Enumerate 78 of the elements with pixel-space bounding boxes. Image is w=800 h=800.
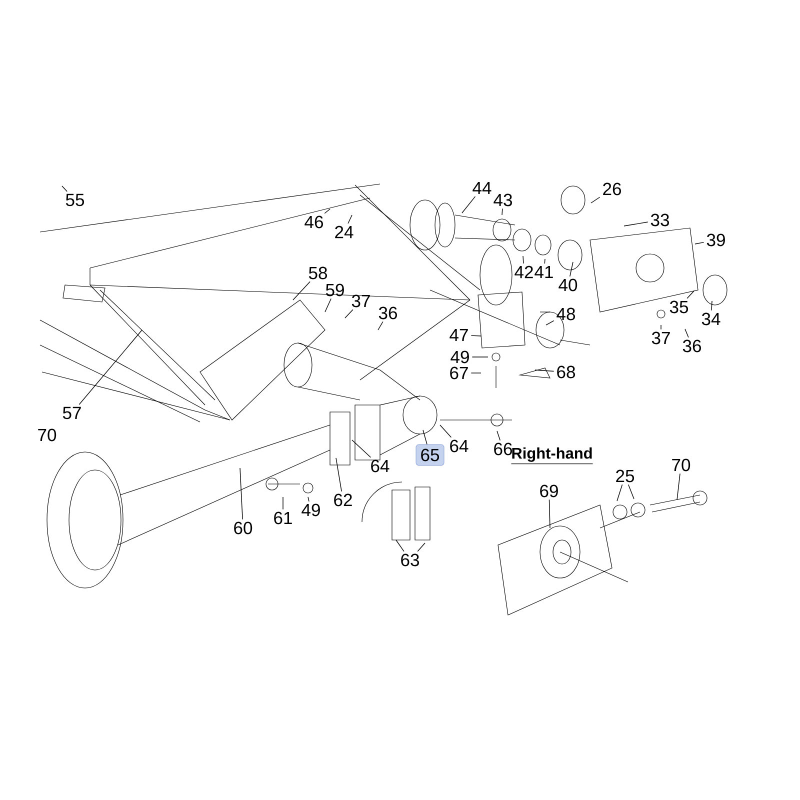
leader-line	[684, 328, 689, 338]
callout-number: 26	[603, 182, 621, 196]
callout-number: 35	[670, 300, 688, 314]
callout-number: 66	[494, 442, 512, 456]
leader-line	[417, 542, 426, 552]
callout-number: 33	[650, 214, 669, 226]
callout-number: 34	[702, 312, 720, 326]
callout-number: 63	[401, 554, 419, 566]
leader-line	[78, 330, 142, 405]
callout-number: 62	[334, 494, 352, 506]
leader-line	[694, 242, 704, 244]
callout-number: 36	[378, 306, 397, 320]
callout-number: 48	[556, 308, 576, 320]
callout-number: 46	[304, 216, 323, 228]
callout-number: 69	[540, 484, 558, 498]
callout-number: 61	[274, 512, 292, 524]
callout-number: 37	[652, 332, 670, 344]
callout-number: 39	[706, 234, 725, 246]
leader-line	[711, 300, 712, 311]
callout-number: 64	[371, 460, 390, 472]
leader-line	[496, 430, 500, 441]
callout-number: 58	[308, 266, 328, 280]
callout-number: 70	[38, 428, 56, 442]
leader-line	[616, 484, 623, 502]
callout-number: 42	[514, 266, 533, 278]
leader-line	[590, 196, 600, 204]
leader-line	[676, 473, 680, 500]
leader-line	[502, 208, 503, 216]
leader-line	[660, 324, 662, 330]
leader-line	[470, 335, 482, 336]
callout-number: 70	[672, 458, 690, 472]
leader-line	[348, 214, 352, 224]
leader-line	[546, 320, 554, 326]
leader-line	[628, 484, 634, 500]
callout-number: 40	[558, 278, 578, 292]
callout-number: 25	[616, 470, 634, 482]
underlined-heading: Right-hand	[510, 447, 594, 464]
leader-line	[534, 370, 554, 372]
highlighted-callout-number: 65	[416, 444, 444, 466]
leader-line	[292, 281, 310, 300]
leader-line	[308, 496, 310, 502]
leader-line	[544, 258, 546, 264]
leader-line	[240, 468, 243, 520]
leader-line	[324, 298, 332, 312]
callout-number: 49	[302, 504, 320, 516]
leader-line	[548, 499, 550, 528]
leader-line	[336, 458, 342, 492]
callout-number: 55	[66, 194, 84, 206]
leader-line	[522, 256, 524, 264]
callout-number: 41	[534, 266, 553, 278]
callout-number: 43	[494, 194, 512, 206]
callout-number: 37	[352, 294, 370, 308]
leader-line	[344, 309, 354, 318]
leader-line	[440, 424, 452, 438]
leader-line	[282, 496, 284, 510]
leader-line	[570, 262, 574, 277]
leader-line	[472, 356, 488, 358]
leader-line	[686, 290, 694, 299]
leader-line	[62, 186, 68, 192]
callout-number: 68	[557, 366, 576, 378]
leader-line	[324, 208, 330, 214]
leader-line	[378, 321, 384, 330]
leader-line	[624, 222, 648, 226]
callout-number: 57	[62, 406, 81, 420]
leader-line	[462, 196, 476, 214]
callout-number: 60	[234, 522, 252, 534]
callout-number: 47	[450, 328, 468, 342]
leader-line	[396, 540, 404, 552]
callout-number: 67	[450, 366, 468, 380]
leader-line	[422, 430, 428, 445]
callout-number: 49	[450, 350, 469, 364]
callout-number: 24	[335, 226, 354, 238]
callout-number: 44	[472, 182, 492, 194]
callout-number: 36	[682, 340, 701, 352]
callout-number: 64	[450, 440, 468, 452]
leader-line	[352, 440, 372, 458]
leader-line	[470, 372, 482, 374]
callout-number: 59	[326, 284, 344, 296]
